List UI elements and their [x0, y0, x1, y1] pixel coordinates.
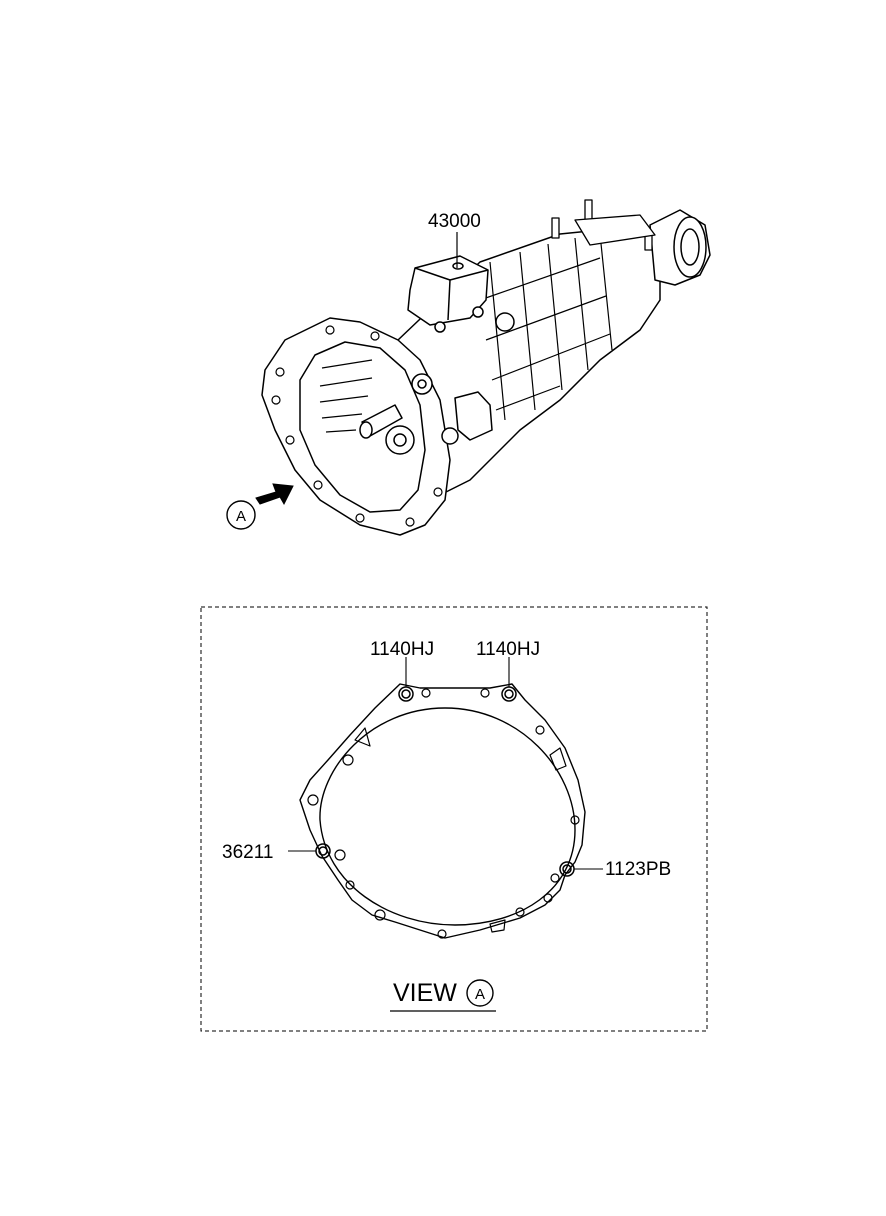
- pin-left-part-number[interactable]: 36211: [222, 842, 273, 863]
- bolt-top-right-marker: [501, 686, 517, 702]
- bell-housing-bosses: [271, 325, 443, 527]
- transmission-assembly[interactable]: [261, 199, 711, 536]
- transmission-part-number[interactable]: 43000: [428, 211, 481, 232]
- view-a-detail-frame: [200, 606, 708, 1032]
- input-shaft: [359, 404, 415, 455]
- marker-circle: [226, 500, 256, 530]
- bolt-top-left-marker: [398, 686, 414, 702]
- view-caption-circle: [466, 979, 494, 1007]
- view-caption-word: VIEW: [393, 979, 457, 1007]
- shift-tower: [407, 255, 489, 333]
- side-fittings: [411, 312, 515, 445]
- gasket-outer-edge: [299, 683, 586, 939]
- bolt-top-left-part-number[interactable]: 1140HJ: [370, 639, 434, 660]
- gasket-inner-edge: [319, 707, 576, 926]
- gasket-bolts: [315, 686, 575, 877]
- case-ribs: [479, 233, 613, 421]
- direction-arrow-icon: [255, 483, 294, 506]
- bell-housing-fins: [319, 359, 373, 433]
- view-a-caption: VIEW A: [390, 979, 496, 1012]
- bolt-right-part-number[interactable]: 1123PB: [605, 859, 671, 880]
- view-a-arrow-marker: A: [226, 483, 294, 530]
- detail-leader-lines: [288, 657, 603, 870]
- marker-letter: A: [236, 508, 246, 525]
- bell-housing-gasket[interactable]: [299, 683, 586, 939]
- bolt-top-right-part-number[interactable]: 1140HJ: [476, 639, 540, 660]
- output-flange: [649, 209, 711, 286]
- view-caption-letter: A: [475, 986, 485, 1003]
- mounting-studs: [551, 199, 656, 251]
- gasket-holes: [307, 688, 580, 939]
